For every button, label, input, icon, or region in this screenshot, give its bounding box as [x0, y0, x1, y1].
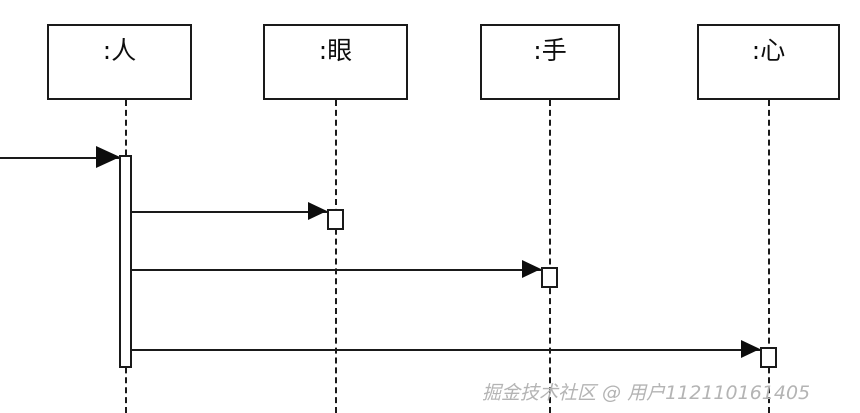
message-line-person-to-hand[interactable]	[131, 269, 541, 271]
message-line-external-to-person[interactable]	[0, 157, 119, 159]
participant-label-person: :人	[102, 36, 137, 65]
lifeline-hand	[549, 100, 551, 413]
watermark-text: 掘金技术社区 @ 用户112110161405	[482, 382, 811, 404]
participant-box-heart[interactable]: :心	[697, 24, 840, 100]
participant-label-hand: :手	[533, 36, 567, 65]
activation-box-heart[interactable]	[760, 347, 777, 368]
participant-label-eye: :眼	[318, 36, 353, 65]
arrow-head-person-to-heart	[741, 340, 760, 358]
lifeline-heart	[768, 100, 770, 413]
activation-box-hand[interactable]	[541, 267, 558, 288]
activation-bar-person[interactable]	[119, 155, 132, 368]
lifeline-eye	[335, 100, 337, 413]
arrow-head-external-to-person	[96, 146, 120, 168]
message-line-person-to-heart[interactable]	[131, 349, 760, 351]
participant-label-heart: :心	[751, 36, 786, 65]
activation-box-eye[interactable]	[327, 209, 344, 230]
arrow-head-person-to-hand	[522, 260, 541, 278]
participant-box-hand[interactable]: :手	[480, 24, 620, 100]
message-line-person-to-eye[interactable]	[131, 211, 327, 213]
participant-box-person[interactable]: :人	[47, 24, 192, 100]
arrow-head-person-to-eye	[308, 202, 327, 220]
participant-box-eye[interactable]: :眼	[263, 24, 408, 100]
